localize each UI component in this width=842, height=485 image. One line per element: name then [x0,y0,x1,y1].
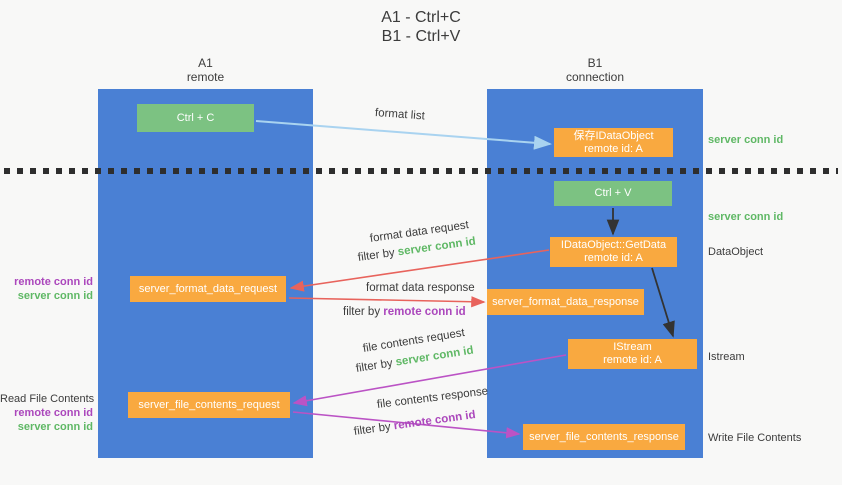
column-b1-id: B1 [587,56,603,70]
getdata-line2: remote id: A [584,252,643,264]
diagram-title: A1 - Ctrl+C B1 - Ctrl+V [0,8,842,46]
column-a1-id: A1 [198,56,213,70]
format-request-box: server_format_data_request [130,276,286,302]
file-response-label: server_file_contents_response [529,430,679,443]
format-response-label: server_format_data_response [492,295,639,308]
filter-by-remote-conn-label-1: filter by remote conn id [343,306,466,318]
left-remote-conn-id-label-1: remote conn id [14,276,93,288]
column-a1-role: remote [186,70,225,84]
file-request-box: server_file_contents_request [128,392,290,418]
column-header-a1: A1 remote [98,56,313,84]
istream-line2: remote id: A [603,354,662,366]
istream-label: Istream [708,351,745,363]
title-line-2: B1 - Ctrl+V [381,28,461,45]
save-dataobject-line2: remote id: A [584,142,643,155]
left-server-conn-id-label-1: server conn id [17,290,93,302]
istream-box: IStream remote id: A [568,339,697,369]
remote-conn-id-text: remote conn id [393,408,477,433]
left-remote-conn-id-label-2: remote conn id [14,407,93,419]
filter-by-remote-conn-label-2: filter by remote conn id [353,409,476,438]
title-line-1: A1 - Ctrl+C [381,9,461,26]
ctrl-v-label: Ctrl + V [594,187,632,199]
filter-by-prefix: filter by [343,306,384,318]
save-dataobject-line1: 保存IDataObject [573,129,654,142]
session-divider-line [4,168,838,174]
left-server-conn-id-label-2: server conn id [17,421,93,433]
istream-line1: IStream [613,341,652,353]
getdata-line1: IDataObject::GetData [560,239,667,251]
format-response-box: server_format_data_response [487,289,644,315]
save-dataobject-box: 保存IDataObject remote id: A [554,128,673,157]
filter-by-prefix: filter by [355,356,397,375]
right-server-conn-id-label-mid: server conn id [708,211,784,223]
ctrl-v-action-box: Ctrl + V [554,181,672,206]
column-header-b1: B1 connection [487,56,703,84]
format-data-response-label: format data response [366,282,475,294]
format-list-label: format list [374,107,426,123]
dataobject-label: DataObject [708,246,764,258]
file-request-label: server_file_contents_request [138,398,280,411]
file-response-box: server_file_contents_response [523,424,685,450]
format-data-response-arrow [288,296,486,308]
remote-conn-id-text: remote conn id [383,306,466,318]
right-server-conn-id-label-top: server conn id [708,134,784,146]
column-b1-role: connection [565,70,625,84]
getdata-box: IDataObject::GetData remote id: A [550,237,677,267]
ctrl-c-action-box: Ctrl + C [137,104,254,132]
file-contents-response-label: file contents response [376,385,489,411]
filter-by-prefix: filter by [353,420,395,438]
write-file-contents-label: Write File Contents [708,432,802,444]
read-file-contents-label: Read File Contents [0,393,95,405]
format-request-label: server_format_data_request [138,282,278,295]
filter-by-prefix: filter by [357,246,399,264]
ctrl-c-label: Ctrl + C [176,111,215,124]
